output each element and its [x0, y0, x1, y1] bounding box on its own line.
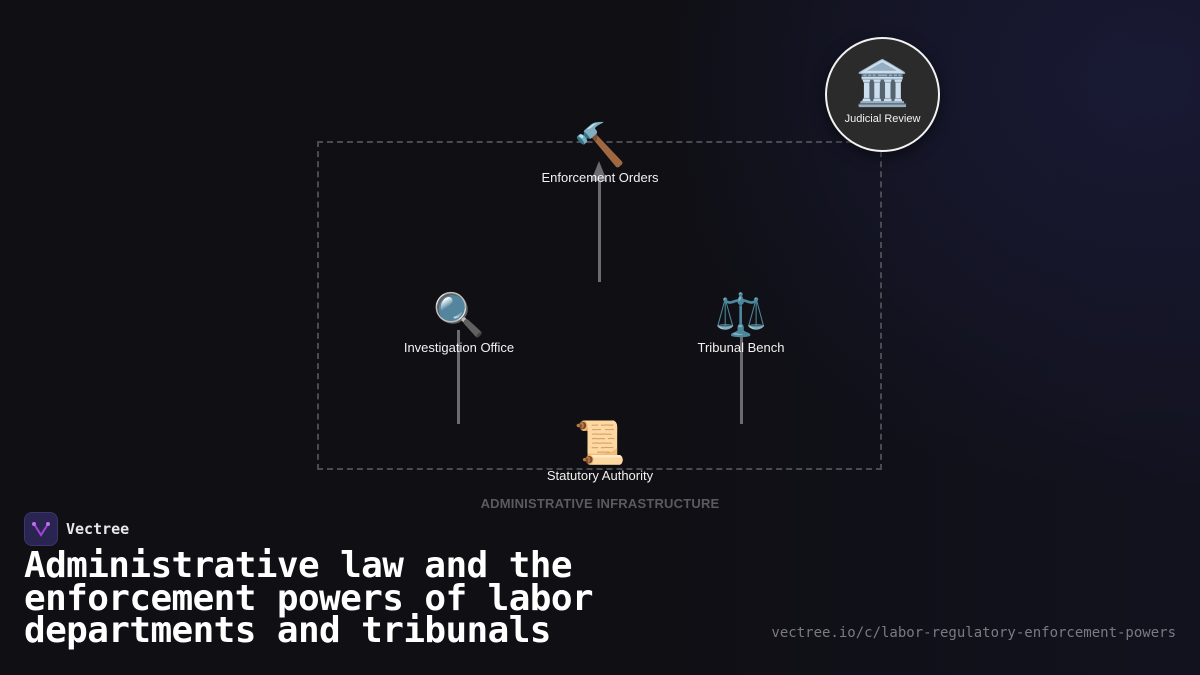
connector-tribunal	[740, 330, 743, 424]
page-url: vectree.io/c/labor-regulatory-enforcemen…	[771, 625, 1176, 641]
connector-investigation	[457, 330, 460, 424]
node-judicial-review[interactable]: 🏛️ Judicial Review	[825, 37, 940, 152]
node-label: Investigation Office	[403, 340, 515, 355]
frame-caption: ADMINISTRATIVE INFRASTRUCTURE	[480, 496, 720, 511]
page-title: Administrative law and the enforcement p…	[24, 545, 594, 651]
magnifying-glass-icon: 🔍	[432, 291, 486, 338]
node-investigation-office[interactable]: 🔍 Investigation Office	[403, 291, 515, 356]
node-label: Judicial Review	[844, 113, 921, 125]
hammer-icon: 🔨	[573, 121, 627, 168]
vectree-logo-icon	[24, 512, 58, 546]
brand: Vectree	[24, 512, 129, 546]
arrowhead-enforcement	[591, 161, 607, 181]
courthouse-icon: 🏛️	[855, 59, 910, 108]
node-label: Statutory Authority	[546, 468, 654, 483]
connector-to-enforcement	[598, 178, 601, 282]
scroll-icon: 📜	[573, 419, 627, 466]
node-label: Tribunal Bench	[697, 340, 785, 355]
node-enforcement-orders[interactable]: 🔨 Enforcement Orders	[541, 121, 659, 186]
node-label: Enforcement Orders	[541, 170, 659, 185]
scales-icon: ⚖️	[714, 291, 768, 338]
node-statutory-authority[interactable]: 📜 Statutory Authority	[546, 419, 654, 484]
node-tribunal-bench[interactable]: ⚖️ Tribunal Bench	[697, 291, 785, 356]
brand-name: Vectree	[66, 520, 130, 538]
infrastructure-frame	[317, 141, 882, 470]
